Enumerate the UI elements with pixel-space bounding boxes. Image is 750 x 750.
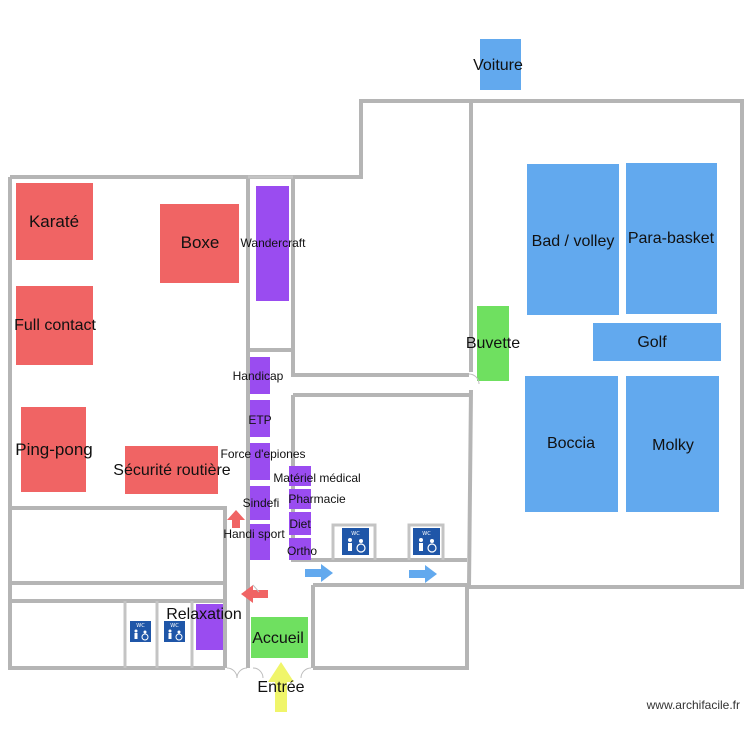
force-epionnes-area	[250, 443, 270, 480]
karate-area	[16, 183, 93, 260]
ortho-label: Ortho	[287, 544, 317, 558]
stand-pharmacie[interactable]: Pharmacie	[288, 489, 346, 509]
etp-label: ETP	[248, 413, 271, 427]
golf-area	[593, 323, 721, 361]
ping-pong-label: Ping-pong	[15, 440, 93, 459]
bad-volley-area	[527, 164, 619, 315]
zone-voiture[interactable]: Voiture	[473, 39, 523, 90]
boxe-area	[160, 204, 239, 283]
stand-handi-sport[interactable]: Handi sport	[223, 524, 285, 560]
wall-wc-rooms	[123, 601, 194, 668]
pharmacie-area	[289, 489, 311, 509]
watermark-text: www.archifacile.fr	[646, 698, 740, 712]
door-swings	[226, 373, 480, 679]
zone-boccia[interactable]: Boccia	[525, 376, 618, 512]
arrow-red-left-icon	[241, 585, 268, 603]
arrow-blue-right-icon	[305, 564, 333, 582]
wall-wc-bumps	[331, 523, 445, 560]
wc-sign-4[interactable]: WC	[413, 528, 440, 555]
sindefi-area	[250, 486, 270, 520]
securite-routiere-area	[125, 446, 218, 494]
sindefi-label: Sindefi	[243, 496, 280, 510]
wall-low-corridor	[311, 558, 467, 668]
golf-label: Golf	[637, 334, 667, 351]
voiture-area	[480, 39, 521, 90]
zone-para-basket[interactable]: Para-basket	[626, 163, 717, 314]
handicap-area	[250, 357, 270, 394]
wall-left-outer	[8, 177, 225, 670]
stand-ortho[interactable]: Ortho	[287, 538, 317, 560]
stand-relaxation[interactable]: Relaxation	[166, 604, 242, 650]
stand-buvette[interactable]: Buvette	[466, 306, 520, 381]
force-epionnes-label: Force d'epiones	[220, 447, 305, 461]
stand-diet[interactable]: Diet	[289, 512, 311, 535]
para-basket-area	[626, 163, 717, 314]
zone-bad-volley[interactable]: Bad / volley	[527, 164, 619, 315]
voiture-label: Voiture	[473, 57, 523, 74]
diet-label: Diet	[289, 517, 311, 531]
stand-ping-pong[interactable]: Ping-pong	[15, 407, 93, 492]
materiel-medical-area	[289, 466, 311, 486]
stand-force-epionnes[interactable]: Force d'epiones	[220, 443, 306, 480]
stand-karate[interactable]: Karaté	[16, 183, 93, 260]
relaxation-area	[196, 604, 223, 650]
wall-left-building	[10, 99, 744, 589]
wandercraft-label: Wandercraft	[241, 236, 307, 250]
buvette-label: Buvette	[466, 335, 520, 352]
accueil-label: Accueil	[252, 630, 304, 647]
ping-pong-area	[21, 407, 86, 492]
entrance-arrow-icon	[268, 662, 294, 712]
wall-left-lower	[10, 506, 227, 668]
svg-text:WC: WC	[136, 623, 145, 629]
molky-label: Molky	[652, 437, 694, 454]
zone-golf[interactable]: Golf	[593, 323, 721, 361]
diet-area	[289, 512, 311, 535]
etp-area	[250, 400, 270, 437]
buvette-area	[477, 306, 509, 381]
securite-routiere-label: Sécurité routière	[113, 462, 230, 479]
ortho-area	[289, 538, 311, 560]
para-basket-label: Para-basket	[628, 230, 715, 247]
stand-wandercraft[interactable]: Wandercraft	[241, 186, 307, 301]
walls	[8, 99, 744, 670]
boxe-label: Boxe	[181, 233, 220, 252]
wandercraft-area	[256, 186, 289, 301]
svg-text:WC: WC	[170, 623, 179, 629]
relaxation-label: Relaxation	[166, 606, 242, 623]
entree-label: Entrée	[257, 679, 304, 696]
arrow-blue-right-icon-2	[409, 565, 437, 583]
wall-hall-left	[467, 101, 473, 588]
stand-handicap[interactable]: Handicap	[233, 357, 284, 394]
stand-securite-routiere[interactable]: Sécurité routière	[113, 446, 231, 494]
pharmacie-label: Pharmacie	[288, 492, 346, 506]
molky-area	[626, 376, 719, 512]
karate-label: Karaté	[29, 212, 79, 231]
stand-materiel-medical[interactable]: Matériel médical	[273, 466, 361, 486]
handi-sport-area	[250, 524, 270, 560]
handicap-label: Handicap	[233, 369, 284, 383]
full-contact-area	[16, 286, 93, 365]
wc-sign-2[interactable]: WC	[164, 621, 185, 642]
stand-sindefi[interactable]: Sindefi	[243, 486, 280, 520]
zone-molky[interactable]: Molky	[626, 376, 719, 512]
boccia-label: Boccia	[547, 435, 595, 452]
materiel-medical-label: Matériel médical	[273, 471, 360, 485]
bad-volley-label: Bad / volley	[532, 233, 615, 250]
stand-etp[interactable]: ETP	[248, 400, 272, 437]
stand-boxe[interactable]: Boxe	[160, 204, 239, 283]
arrow-red-up-icon	[227, 510, 245, 528]
accueil-area	[251, 617, 308, 658]
wall-mid-room	[291, 350, 469, 377]
boccia-area	[525, 376, 618, 512]
svg-text:WC: WC	[351, 531, 360, 537]
handi-sport-label: Handi sport	[223, 527, 285, 541]
stand-accueil[interactable]: Accueil	[251, 617, 308, 658]
wall-bottom-right	[313, 587, 469, 670]
svg-text:WC: WC	[422, 531, 431, 537]
full-contact-label: Full contact	[14, 317, 96, 334]
wc-sign-1[interactable]: WC	[130, 621, 151, 642]
wc-sign-3[interactable]: WC	[342, 528, 369, 555]
stand-full-contact[interactable]: Full contact	[14, 286, 96, 365]
